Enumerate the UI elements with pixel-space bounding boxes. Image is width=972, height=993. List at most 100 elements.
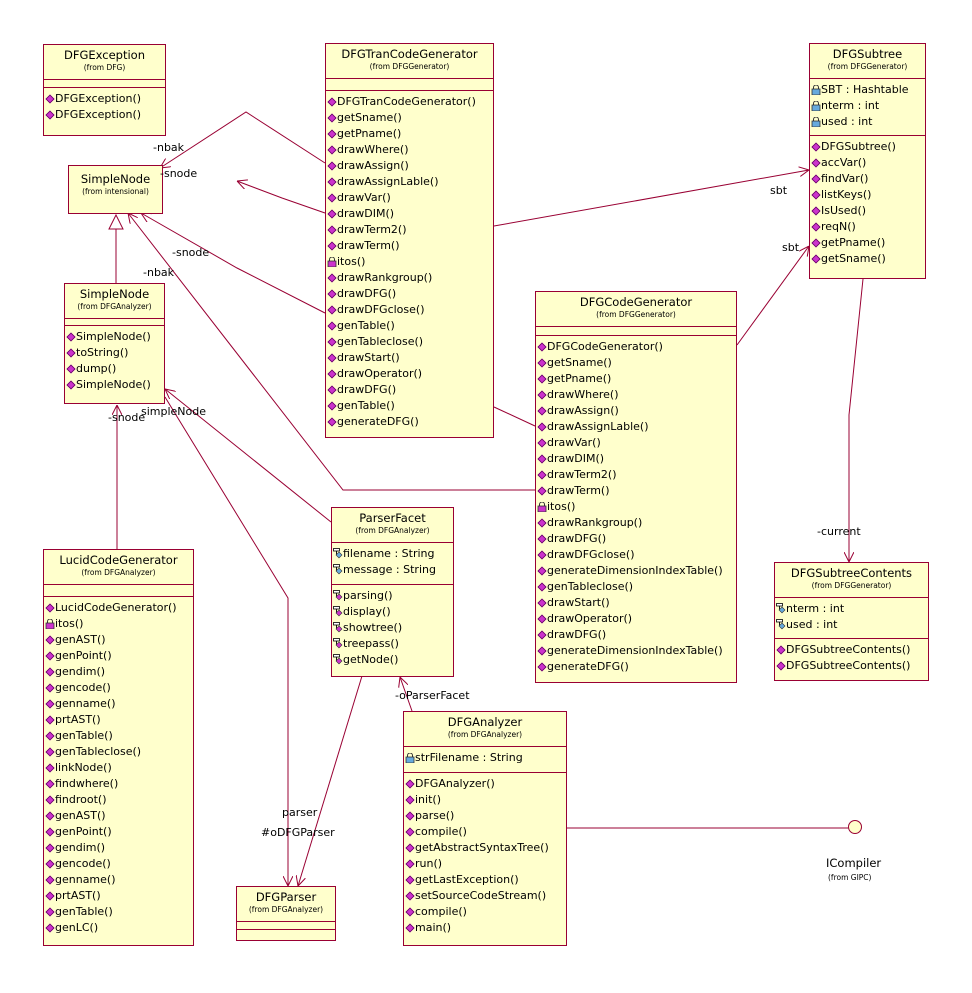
operation-row[interactable]: reqN() bbox=[811, 219, 925, 235]
operation-row[interactable]: drawDFGclose() bbox=[537, 547, 736, 563]
operation-row[interactable]: genAST() bbox=[45, 808, 193, 824]
operation-row[interactable]: dump() bbox=[66, 361, 164, 377]
operation-row[interactable]: drawTerm() bbox=[537, 483, 736, 499]
operation-row[interactable]: drawVar() bbox=[537, 435, 736, 451]
operation-row[interactable]: genTableclose() bbox=[45, 744, 193, 760]
operation-row[interactable]: drawWhere() bbox=[327, 142, 493, 158]
attribute-row[interactable]: used : int bbox=[776, 617, 928, 633]
operation-row[interactable]: findVar() bbox=[811, 171, 925, 187]
operation-row[interactable]: drawDFG() bbox=[327, 382, 493, 398]
operation-row[interactable]: drawAssign() bbox=[327, 158, 493, 174]
attribute-row[interactable]: used : int bbox=[811, 114, 925, 130]
operation-row[interactable]: run() bbox=[405, 856, 566, 872]
operation-row[interactable]: drawTerm2() bbox=[537, 467, 736, 483]
operation-row[interactable]: compile() bbox=[405, 904, 566, 920]
operation-row[interactable]: drawOperator() bbox=[537, 611, 736, 627]
operation-row[interactable]: drawTerm2() bbox=[327, 222, 493, 238]
operation-row[interactable]: drawStart() bbox=[537, 595, 736, 611]
class-dfg-tran-code-generator[interactable]: DFGTranCodeGenerator (from DFGGenerator)… bbox=[325, 43, 494, 438]
class-dfg-subtree[interactable]: DFGSubtree (from DFGGenerator) SBT : Has… bbox=[809, 43, 926, 279]
operation-row[interactable]: drawDFG() bbox=[537, 627, 736, 643]
operation-row[interactable]: genTable() bbox=[327, 318, 493, 334]
attribute-row[interactable]: message : String bbox=[333, 562, 453, 578]
operation-row[interactable]: drawDIM() bbox=[327, 206, 493, 222]
operation-row[interactable]: gencode() bbox=[45, 856, 193, 872]
operation-row[interactable]: DFGException() bbox=[45, 107, 165, 123]
operation-row[interactable]: findwhere() bbox=[45, 776, 193, 792]
operation-row[interactable]: genTable() bbox=[45, 728, 193, 744]
class-parser-facet[interactable]: ParserFacet (from DFGAnalyzer) filename … bbox=[331, 507, 454, 677]
operation-row[interactable]: genTableclose() bbox=[537, 579, 736, 595]
operation-row[interactable]: drawTerm() bbox=[327, 238, 493, 254]
operation-row[interactable]: genPoint() bbox=[45, 824, 193, 840]
operation-row[interactable]: DFGSubtree() bbox=[811, 139, 925, 155]
operation-row[interactable]: generateDimensionIndexTable() bbox=[537, 643, 736, 659]
class-dfg-subtree-contents[interactable]: DFGSubtreeContents (from DFGGenerator) n… bbox=[774, 562, 929, 681]
operation-row[interactable]: toString() bbox=[66, 345, 164, 361]
operation-row[interactable]: IsUsed() bbox=[811, 203, 925, 219]
operation-row[interactable]: getPname() bbox=[327, 126, 493, 142]
operation-row[interactable]: generateDFG() bbox=[327, 414, 493, 430]
operation-row[interactable]: main() bbox=[405, 920, 566, 936]
operation-row[interactable]: itos() bbox=[327, 254, 493, 270]
operation-row[interactable]: drawWhere() bbox=[537, 387, 736, 403]
operation-row[interactable]: getAbstractSyntaxTree() bbox=[405, 840, 566, 856]
operation-row[interactable]: setSourceCodeStream() bbox=[405, 888, 566, 904]
class-dfg-exception[interactable]: DFGException (from DFG) DFGException()DF… bbox=[43, 44, 166, 136]
operation-row[interactable]: genPoint() bbox=[45, 648, 193, 664]
operation-row[interactable]: DFGTranCodeGenerator() bbox=[327, 94, 493, 110]
operation-row[interactable]: getSname() bbox=[537, 355, 736, 371]
operation-row[interactable]: parsing() bbox=[333, 588, 453, 604]
operation-row[interactable]: drawAssign() bbox=[537, 403, 736, 419]
operation-row[interactable]: getNode() bbox=[333, 652, 453, 668]
operation-row[interactable]: SimpleNode() bbox=[66, 377, 164, 393]
class-dfg-code-generator[interactable]: DFGCodeGenerator (from DFGGenerator) DFG… bbox=[535, 291, 737, 683]
operation-row[interactable]: getSname() bbox=[811, 251, 925, 267]
operation-row[interactable]: drawAssignLable() bbox=[537, 419, 736, 435]
operation-row[interactable]: drawStart() bbox=[327, 350, 493, 366]
operation-row[interactable]: compile() bbox=[405, 824, 566, 840]
operation-row[interactable]: display() bbox=[333, 604, 453, 620]
operation-row[interactable]: drawRankgroup() bbox=[327, 270, 493, 286]
operation-row[interactable]: genTable() bbox=[327, 398, 493, 414]
operation-row[interactable]: LucidCodeGenerator() bbox=[45, 600, 193, 616]
operation-row[interactable]: DFGAnalyzer() bbox=[405, 776, 566, 792]
operation-row[interactable]: genAST() bbox=[45, 632, 193, 648]
operation-row[interactable]: listKeys() bbox=[811, 187, 925, 203]
operation-row[interactable]: itos() bbox=[537, 499, 736, 515]
operation-row[interactable]: showtree() bbox=[333, 620, 453, 636]
operation-row[interactable]: drawRankgroup() bbox=[537, 515, 736, 531]
operation-row[interactable]: prtAST() bbox=[45, 888, 193, 904]
operation-row[interactable]: accVar() bbox=[811, 155, 925, 171]
class-simple-node-intensional[interactable]: SimpleNode (from intensional) bbox=[68, 165, 163, 214]
operation-row[interactable]: genLC() bbox=[45, 920, 193, 936]
operation-row[interactable]: getPname() bbox=[811, 235, 925, 251]
operation-row[interactable]: drawDFGclose() bbox=[327, 302, 493, 318]
operation-row[interactable]: generateDFG() bbox=[537, 659, 736, 675]
attribute-row[interactable]: strFilename : String bbox=[405, 750, 566, 766]
operation-row[interactable]: drawDFG() bbox=[327, 286, 493, 302]
operation-row[interactable]: parse() bbox=[405, 808, 566, 824]
operation-row[interactable]: linkNode() bbox=[45, 760, 193, 776]
operation-row[interactable]: getPname() bbox=[537, 371, 736, 387]
interface-icompiler-circle[interactable] bbox=[848, 820, 862, 834]
operation-row[interactable]: gendim() bbox=[45, 664, 193, 680]
operation-row[interactable]: prtAST() bbox=[45, 712, 193, 728]
operation-row[interactable]: genTable() bbox=[45, 904, 193, 920]
operation-row[interactable]: init() bbox=[405, 792, 566, 808]
operation-row[interactable]: gendim() bbox=[45, 840, 193, 856]
attribute-row[interactable]: filename : String bbox=[333, 546, 453, 562]
operation-row[interactable]: DFGSubtreeContents() bbox=[776, 642, 928, 658]
operation-row[interactable]: drawVar() bbox=[327, 190, 493, 206]
class-dfg-analyzer[interactable]: DFGAnalyzer (from DFGAnalyzer) strFilena… bbox=[403, 711, 567, 946]
operation-row[interactable]: generateDimensionIndexTable() bbox=[537, 563, 736, 579]
operation-row[interactable]: SimpleNode() bbox=[66, 329, 164, 345]
operation-row[interactable]: drawDFG() bbox=[537, 531, 736, 547]
operation-row[interactable]: genname() bbox=[45, 872, 193, 888]
class-dfg-parser[interactable]: DFGParser (from DFGAnalyzer) bbox=[236, 886, 336, 941]
operation-row[interactable]: genname() bbox=[45, 696, 193, 712]
operation-row[interactable]: treepass() bbox=[333, 636, 453, 652]
attribute-row[interactable]: nterm : int bbox=[811, 98, 925, 114]
class-lucid-code-generator[interactable]: LucidCodeGenerator (from DFGAnalyzer) Lu… bbox=[43, 549, 194, 946]
operation-row[interactable]: getSname() bbox=[327, 110, 493, 126]
